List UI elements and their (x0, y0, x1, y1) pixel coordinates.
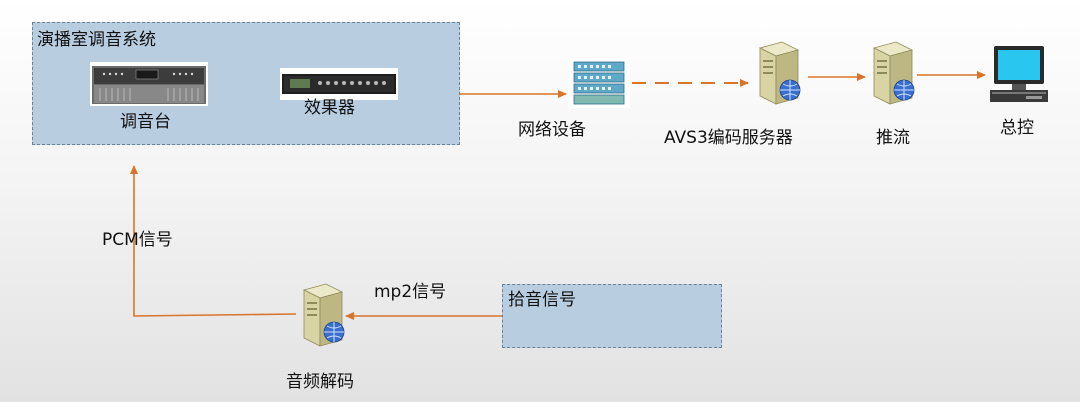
decoder-mixer-link (130, 165, 297, 317)
pickup-signal-label: 拾音信号 (508, 290, 576, 310)
control-label: 总控 (1000, 118, 1034, 138)
encoder-label: AVS3编码服务器 (664, 128, 793, 148)
effects-rack-icon (280, 68, 398, 100)
decoder-label: 音频解码 (286, 372, 354, 392)
mixing-console-icon (90, 62, 208, 106)
studio-group-title: 演播室调音系统 (37, 30, 156, 50)
mp2-signal-label: mp2信号 (374, 282, 447, 302)
stream-label: 推流 (876, 128, 910, 148)
network-rack-icon (568, 58, 630, 108)
decoder-server-icon (296, 282, 352, 352)
pcm-signal-label: PCM信号 (102, 230, 173, 250)
computer-monitor-icon (986, 44, 1052, 110)
effects-label: 效果器 (304, 98, 355, 118)
mixer-label: 调音台 (120, 112, 171, 132)
network-label: 网络设备 (518, 120, 586, 140)
pickup-signal-box (502, 284, 722, 348)
encoder-server-icon (752, 40, 808, 110)
stream-server-icon (866, 40, 922, 110)
